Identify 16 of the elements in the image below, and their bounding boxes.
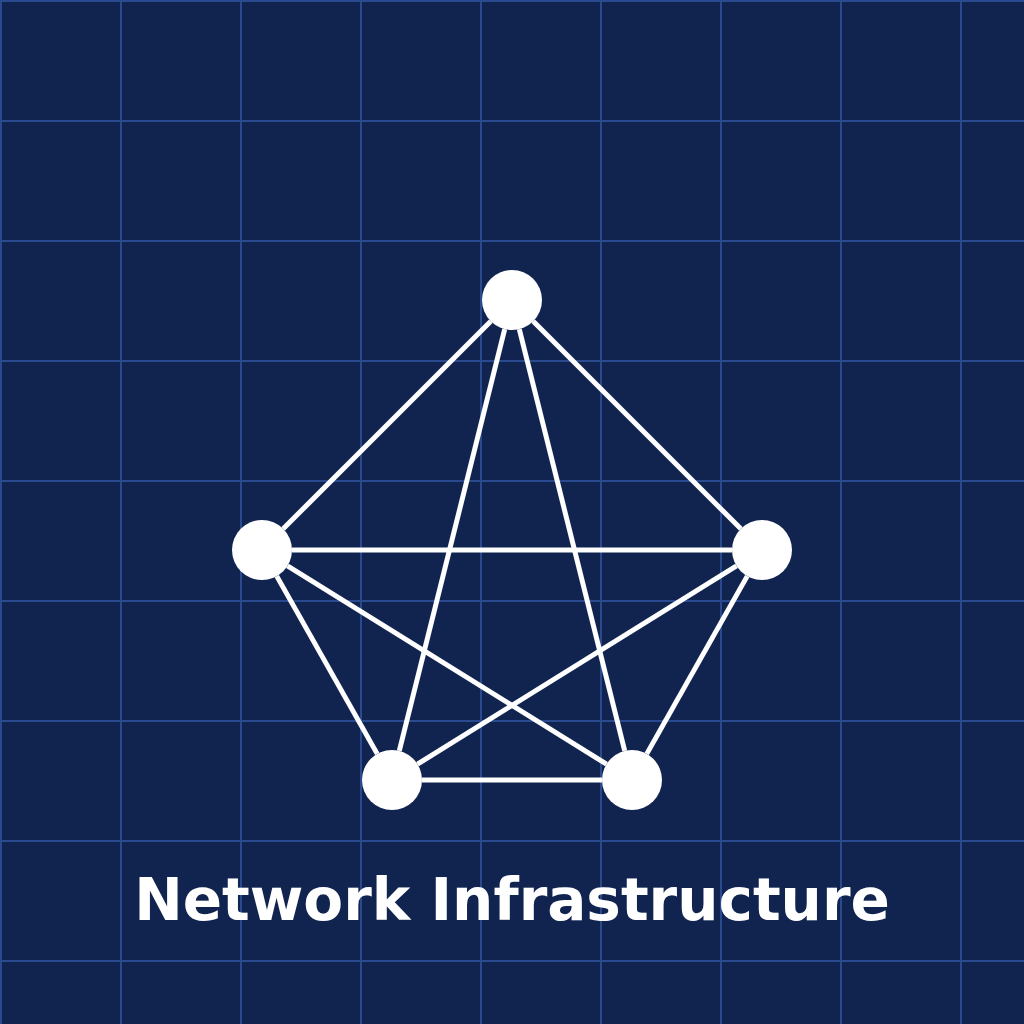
connection-line [644,574,750,756]
network-node-circle [232,520,292,580]
connection-line [422,777,602,783]
connection-line [531,319,743,531]
connection-line [281,319,493,531]
network-node-circle [732,520,792,580]
connection-line [292,547,732,553]
connection-line [416,563,738,767]
network-node-circle [362,750,422,810]
network-node-circle [482,270,542,330]
connection-line [274,574,380,756]
connection-line [286,563,608,767]
network-node-circle [602,750,662,810]
diagram-title: Network Infrastructure [133,865,891,936]
connection-line [396,328,508,752]
connection-line [516,328,628,752]
